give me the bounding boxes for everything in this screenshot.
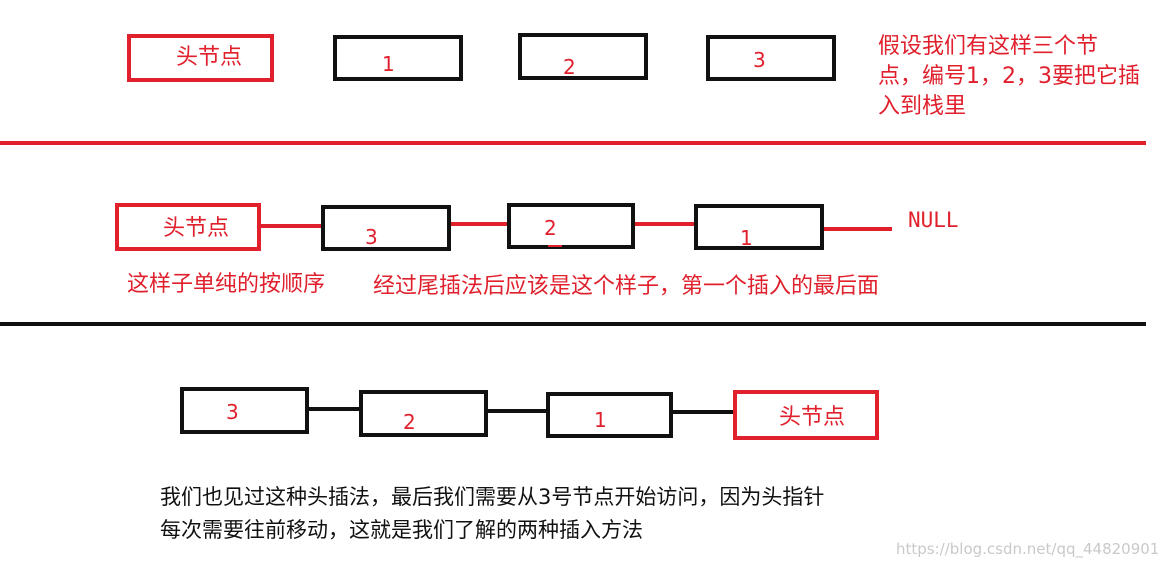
link-line (632, 222, 698, 226)
caption-left: 这样子单纯的按顺序 (127, 272, 326, 297)
link-line (258, 224, 324, 228)
node-number: 2 (544, 216, 557, 240)
caption-right: 经过尾插法后应该是这个样子，第一个插入的最后面 (373, 274, 880, 299)
intro-note: 假设我们有这样三个节点，编号1，2，3要把它插入到栈里 (878, 34, 1140, 119)
node-box-3 (180, 387, 309, 434)
node-number: 1 (740, 226, 753, 250)
link-line (486, 409, 548, 413)
link-line (822, 227, 892, 231)
head-node-label: 头节点 (176, 45, 243, 70)
node-box-2 (359, 390, 488, 437)
head-node-box (115, 203, 261, 251)
node-box-3 (321, 205, 451, 251)
watermark: https://blog.csdn.net/qq_44820901 (896, 540, 1159, 558)
node-number: 2 (403, 410, 416, 434)
cursor-mark (548, 245, 562, 247)
head-node-label: 头节点 (779, 405, 846, 430)
node-box-3 (706, 35, 836, 81)
node-number: 1 (594, 408, 607, 432)
node-box-1 (694, 204, 824, 250)
node-box-2 (518, 33, 648, 80)
node-box-2 (507, 203, 635, 249)
explanation-line-2: 每次需要往前移动，这就是我们了解的两种插入方法 (160, 518, 643, 542)
node-number: 3 (365, 225, 378, 249)
node-box-1 (333, 35, 463, 81)
head-node-label: 头节点 (163, 216, 230, 241)
link-line (306, 407, 362, 411)
node-number: 3 (753, 48, 766, 72)
node-number: 2 (563, 55, 576, 79)
node-number: 3 (226, 400, 239, 424)
section-divider (0, 141, 1146, 145)
null-label: NULL (908, 208, 959, 232)
explanation-line-1: 我们也见过这种头插法，最后我们需要从3号节点开始访问，因为头指针 (160, 485, 825, 509)
node-number: 1 (382, 52, 395, 76)
head-node-box (733, 390, 879, 440)
link-line (670, 410, 736, 414)
node-box-1 (546, 392, 673, 438)
head-node-box (127, 34, 274, 82)
link-line (448, 222, 510, 226)
section-divider (0, 322, 1146, 326)
